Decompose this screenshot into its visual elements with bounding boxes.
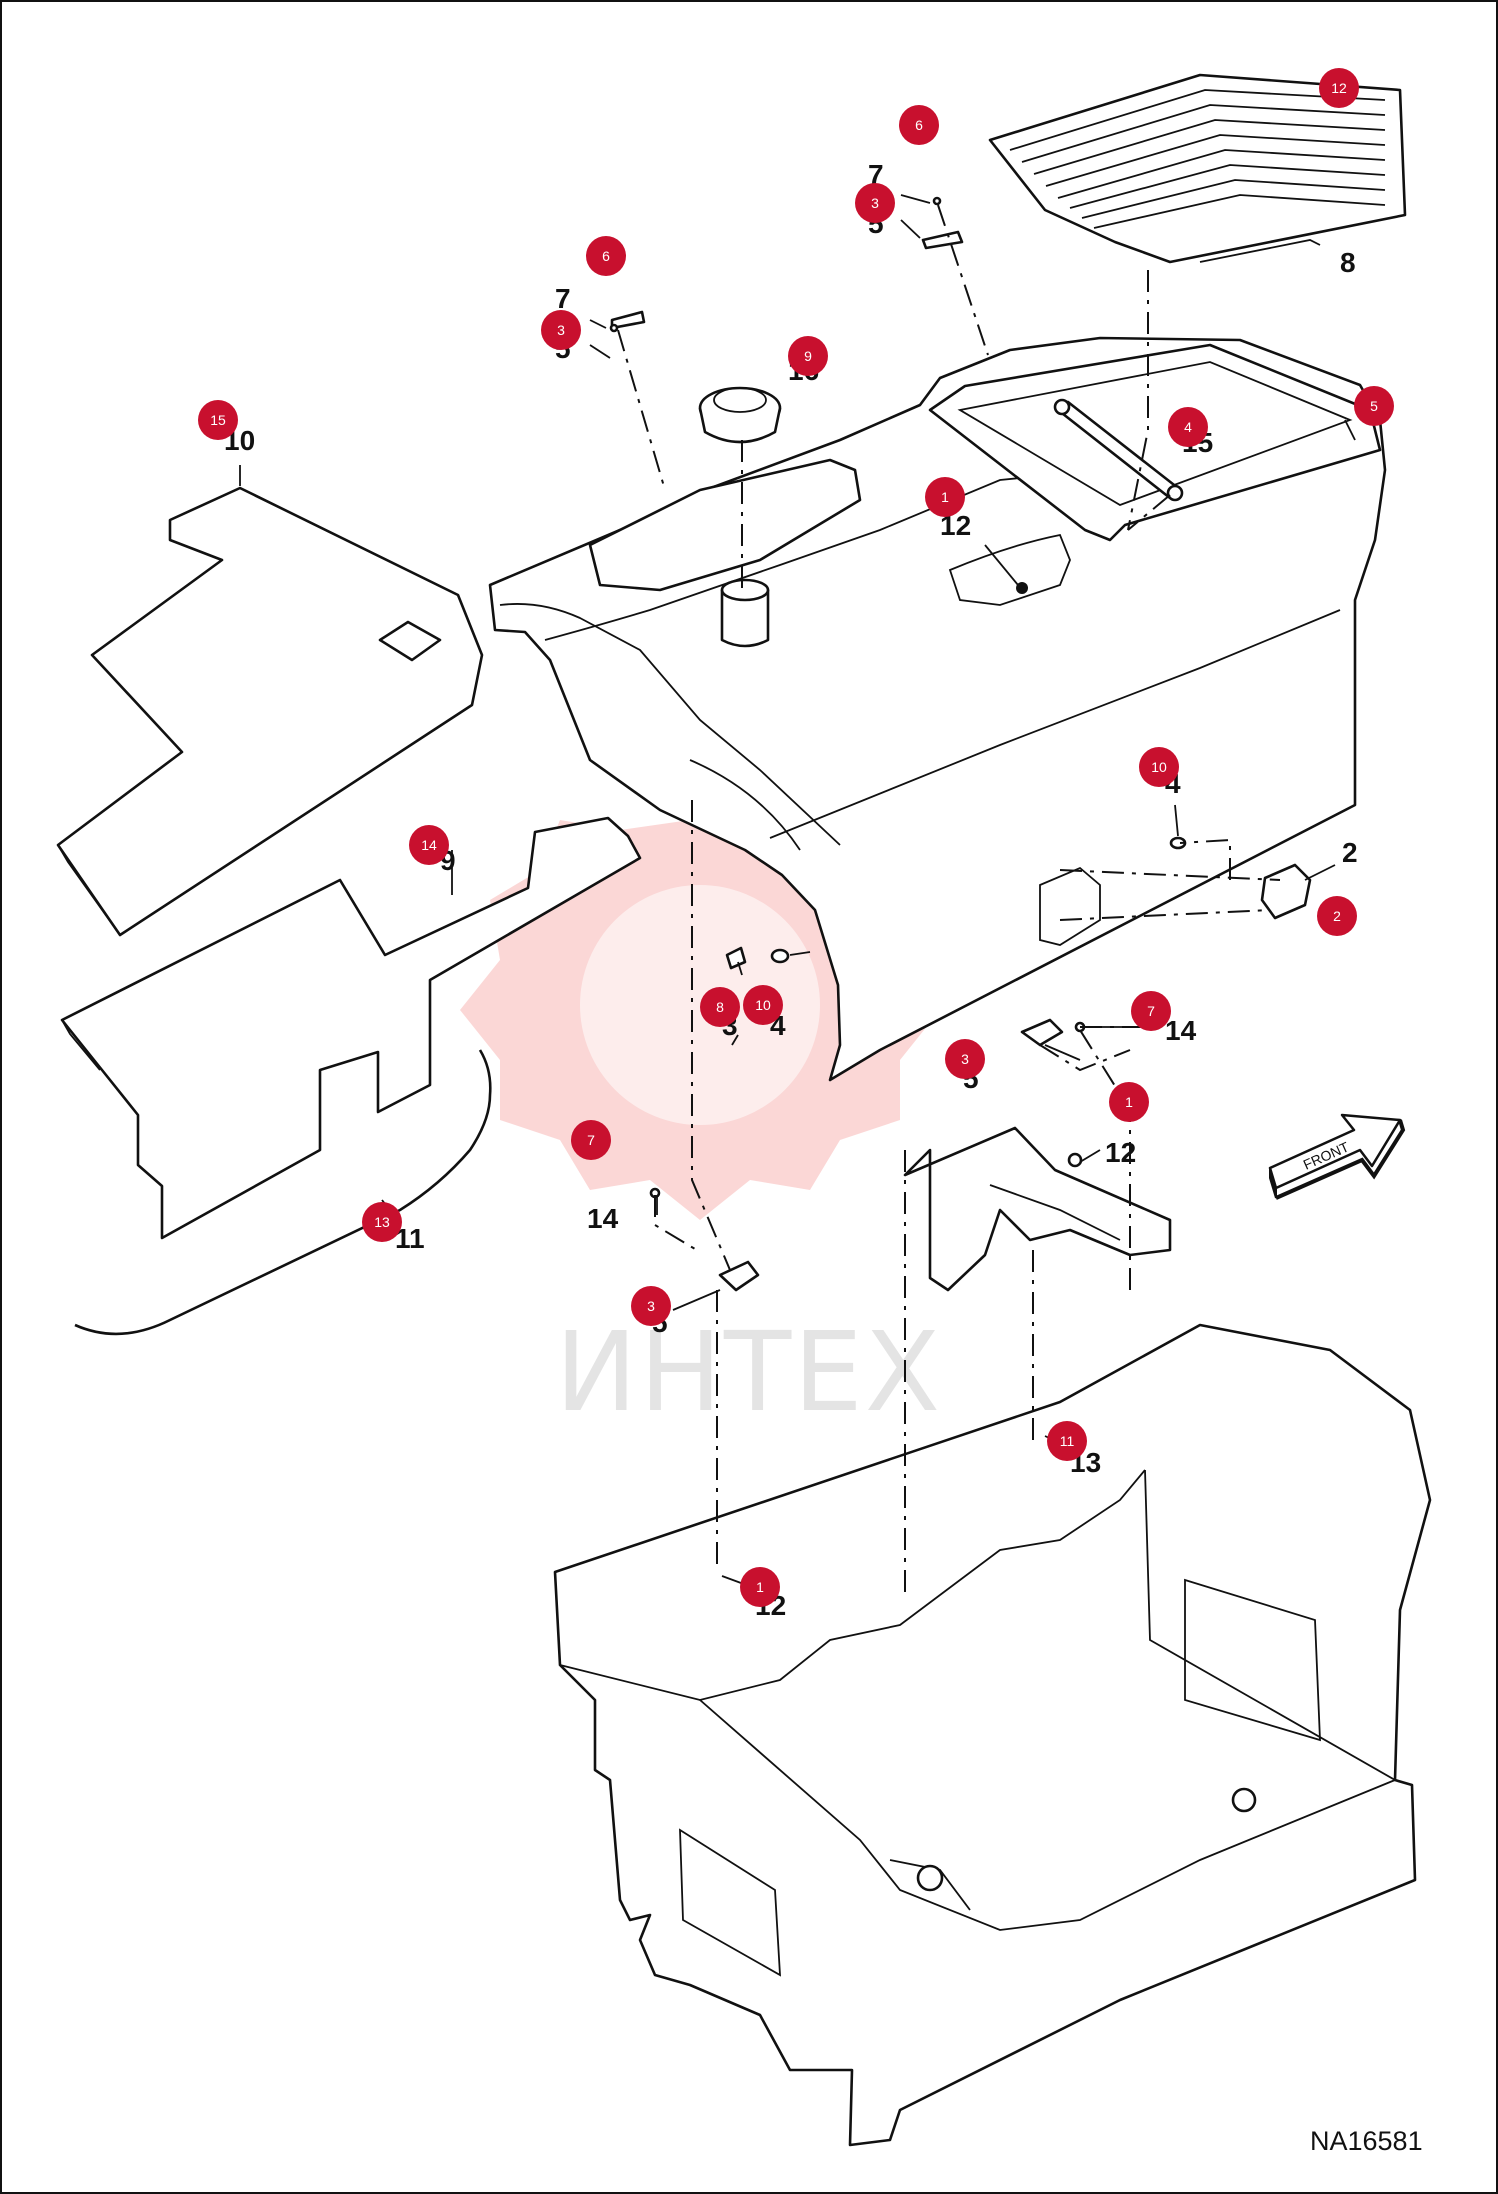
latch-bracket-detail	[989, 1184, 1121, 1241]
marker-label: 7	[587, 1132, 595, 1148]
callout-number: 7	[555, 283, 571, 314]
part-insulation-pad-lower	[60, 816, 642, 1240]
marker-label: 5	[1370, 398, 1378, 414]
hinge-5-right	[1020, 1018, 1064, 1047]
washer-4-left	[770, 948, 790, 964]
watermark-gear-hole	[580, 885, 820, 1125]
marker-label: 8	[716, 999, 724, 1015]
marker-label: 3	[961, 1051, 969, 1067]
reference-markers: 12 6 3 6 3 9 15 5 4 1 10 14 2 8 10 7 3 1…	[198, 68, 1394, 1607]
part-chassis-frame	[553, 1323, 1432, 2147]
filler-neck	[720, 590, 770, 648]
hood-window-inner	[957, 361, 1353, 506]
marker-label: 10	[755, 997, 771, 1013]
hood-latch-recess	[948, 533, 1071, 606]
marker-label: 9	[804, 348, 812, 364]
watermark-text: ИНТЕХ	[555, 1308, 942, 1436]
part-cap-body	[698, 407, 782, 444]
nut-5-left	[725, 946, 747, 970]
clip-5-right	[921, 230, 964, 250]
hood-latch-bolt	[1016, 582, 1028, 594]
chassis-mount-hole	[916, 1864, 944, 1892]
marker-label: 10	[1151, 759, 1167, 775]
marker-label: 15	[210, 412, 226, 428]
screw-7-right	[932, 196, 942, 206]
callout-number: 2	[1342, 837, 1358, 868]
hood-latch-pocket	[1039, 866, 1101, 946]
hinge-5-left	[718, 1260, 760, 1292]
marker-label: 11	[1060, 1433, 1075, 1449]
part-latch-bracket	[903, 1126, 1172, 1292]
marker-label: 7	[1147, 1003, 1155, 1019]
marker-label: 3	[871, 195, 879, 211]
hood-left-rib	[588, 458, 862, 592]
marker-label: 2	[1333, 908, 1341, 924]
part-insulation-pad-upper	[56, 486, 484, 937]
chassis-floor-hole	[1231, 1787, 1257, 1813]
marker-label: 6	[915, 117, 923, 133]
callout-number: 12	[1105, 1137, 1136, 1168]
strut-end-upper	[1053, 398, 1071, 416]
callout-numbers: 10 7 5 16 7 5 8 15 12 4 2 9 3 4 5 14 12 …	[224, 159, 1358, 1621]
chassis-window-right	[1184, 1578, 1321, 1742]
pad-upper-edge	[57, 844, 121, 936]
marker-label: 14	[421, 837, 437, 853]
pad-upper-cutout	[378, 620, 442, 662]
marker-label: 13	[374, 1214, 390, 1230]
marker-label: 6	[602, 248, 610, 264]
chassis-inner-edge	[559, 1469, 1146, 1701]
callout-number: 8	[1340, 247, 1356, 278]
marker-label: 4	[1184, 419, 1192, 435]
marker-label: 1	[756, 1579, 764, 1595]
drawing-number: NA16581	[1310, 2126, 1423, 2156]
hood-contour-line-3	[544, 469, 1101, 641]
part-hood-latch	[1260, 863, 1312, 920]
marker-label: 12	[1331, 80, 1347, 96]
callout-number: 14	[1165, 1015, 1197, 1046]
callout-number: 7	[868, 159, 884, 190]
chassis-rear-edge	[1144, 1469, 1396, 1781]
pad-lower-edge	[61, 1019, 101, 1071]
chassis-floor-edge	[699, 1699, 1396, 1931]
strut-end-lower	[1166, 484, 1184, 502]
nut-12-right	[1067, 1152, 1083, 1168]
marker-label: 3	[557, 322, 565, 338]
marker-label: 3	[647, 1298, 655, 1314]
hood-contour-line-1	[499, 603, 841, 846]
marker-label: 1	[941, 489, 949, 505]
hood-contour-line-4	[689, 759, 801, 851]
part-cap-ring	[713, 387, 767, 413]
part-seal-strip	[74, 1049, 492, 1336]
chassis-window-left	[679, 1828, 781, 1977]
marker-label: 1	[1125, 1094, 1133, 1110]
filler-neck-top	[720, 578, 770, 602]
hood-contour-line-2	[769, 609, 1341, 839]
callout-number: 14	[587, 1203, 619, 1234]
front-direction-arrow: FRONT	[1268, 1113, 1406, 1200]
screw-7-left	[609, 323, 619, 333]
